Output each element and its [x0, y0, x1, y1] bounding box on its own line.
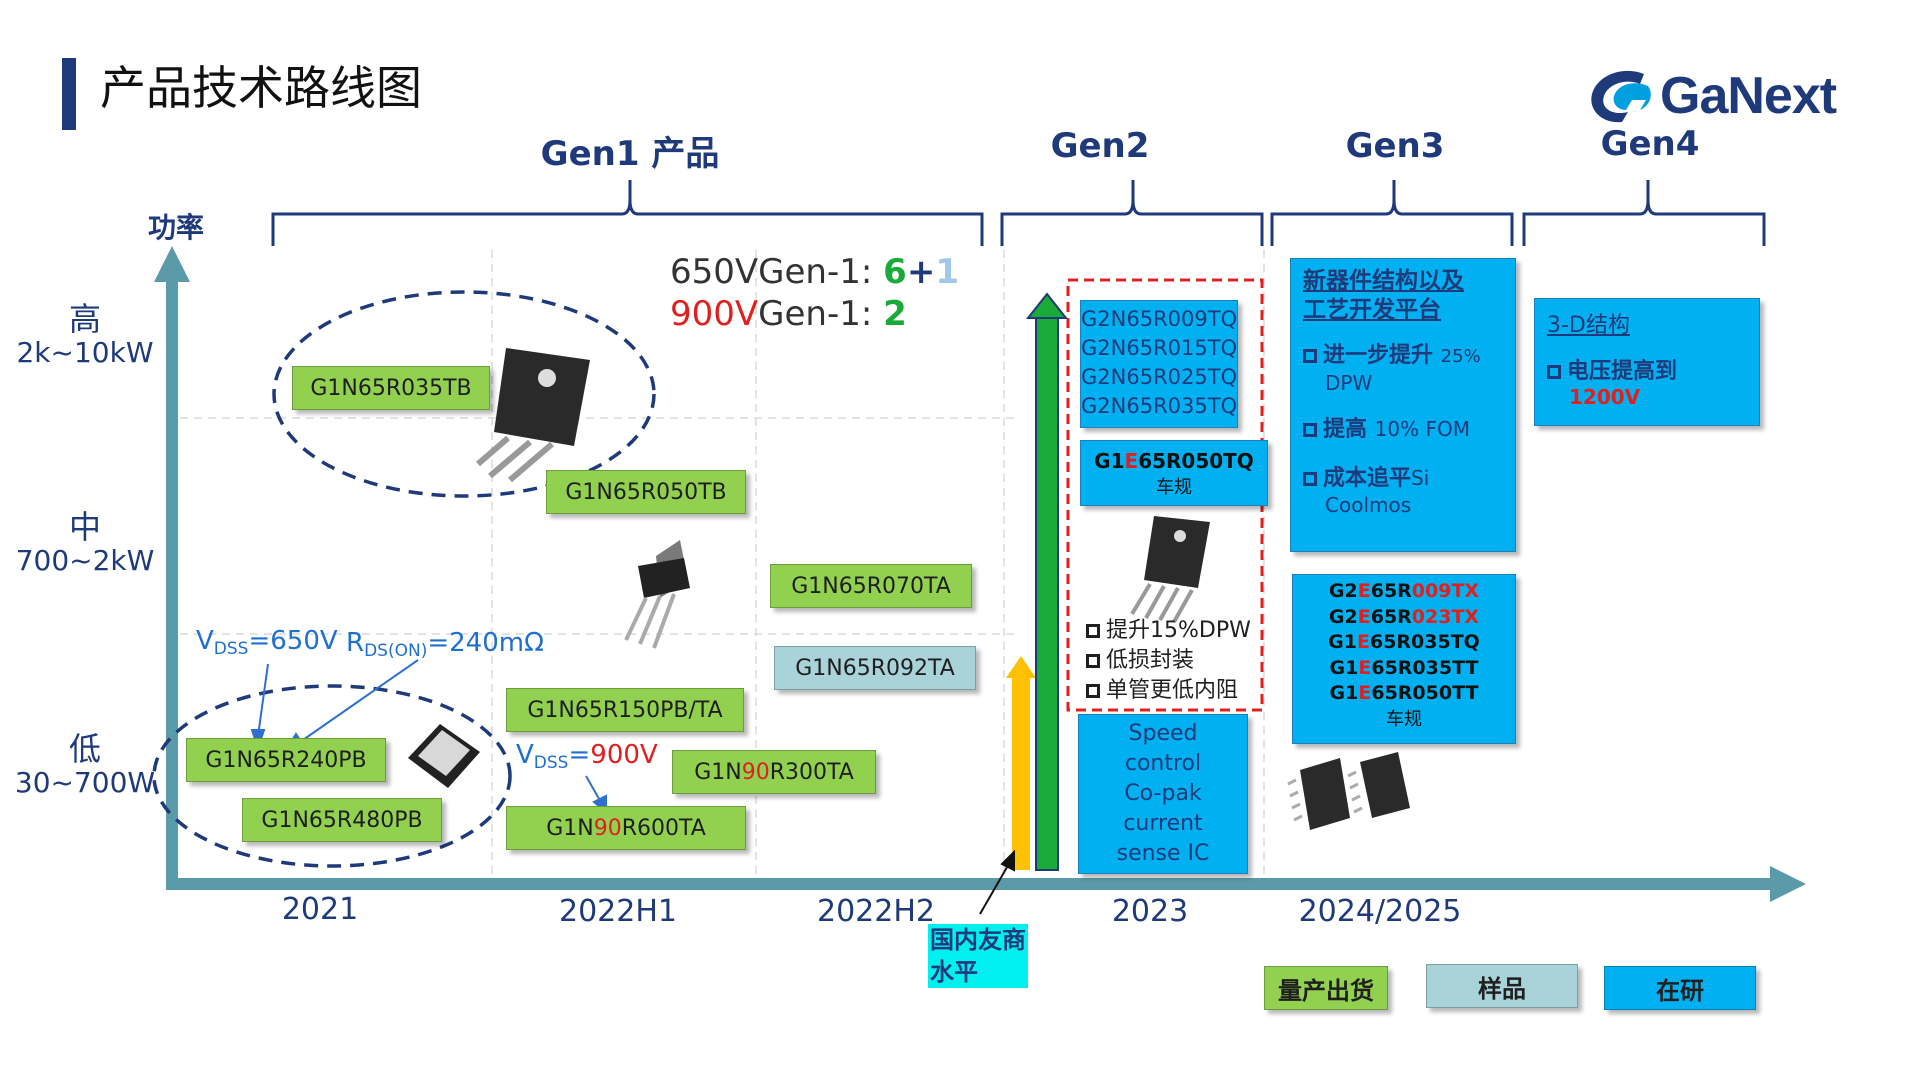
- product-g1n65r050tb: G1N65R050TB: [546, 470, 746, 514]
- gen3-product-list: G2E65R009TX G2E65R023TX G1E65R035TQ G1E6…: [1292, 574, 1516, 744]
- to247-package-icon-gen2: [1130, 516, 1210, 623]
- range-high: 2k~10kW: [16, 336, 154, 369]
- ganext-logo-icon: [1591, 70, 1651, 123]
- spec-rdson: RDS(ON)=240mΩ: [346, 628, 544, 661]
- product-g1n65r150pb-ta: G1N65R150PB/TA: [506, 688, 744, 732]
- gen3-products-note: 车规: [1386, 708, 1422, 730]
- gen2-auto-note: 车规: [1156, 477, 1192, 498]
- gen2-features: 提升15%DPW 低损封装 单管更低内阻: [1086, 616, 1251, 706]
- ganext-logo: GaNext: [1584, 64, 1874, 128]
- to247-package-icon-gen1: [476, 348, 590, 483]
- page-title: 产品技术路线图: [100, 61, 422, 115]
- y-axis-label: 功率: [148, 211, 205, 244]
- x-tick-2022h2: 2022H2: [817, 894, 935, 929]
- gen-braces: [271, 180, 1766, 246]
- range-low: 30~700W: [14, 766, 156, 799]
- gen2-automotive-product: G1E65R050TQ 车规: [1080, 440, 1268, 506]
- domestic-competitor-label: 国内友商 水平: [928, 924, 1028, 988]
- level-low: 低: [68, 730, 101, 768]
- summary-900v: 900VGen-1: 2: [670, 294, 907, 334]
- gen4-box: 3-D结构 电压提高到 1200V: [1534, 298, 1760, 426]
- gen3-product: G1E65R035TQ: [1328, 631, 1480, 653]
- product-g1n65r240pb: G1N65R240PB: [186, 738, 386, 782]
- x-tick-2024-2025: 2024/2025: [1298, 894, 1462, 929]
- y-axis-arrow: [154, 246, 190, 282]
- gen3-product: G1E65R050TT: [1329, 682, 1479, 704]
- gen2-feature: 单管更低内阻: [1086, 676, 1251, 706]
- grid-lines: [180, 250, 1265, 878]
- title-accent-bar: [62, 58, 76, 130]
- gen3-product: G2E65R023TX: [1328, 605, 1480, 628]
- to220-package-icon: [624, 540, 690, 649]
- gen2-feature: 提升15%DPW: [1086, 616, 1251, 646]
- gen2-header: Gen2: [1050, 126, 1150, 166]
- high-power-ellipse: [272, 290, 656, 498]
- gen2-brace: [1000, 180, 1264, 246]
- x-axis-arrow: [1770, 866, 1806, 902]
- progress-arrows: [1006, 292, 1069, 871]
- summary-650v: 650VGen-1: 6+1: [670, 252, 959, 292]
- gen2-speed-control-box: Speed control Co-pak current sense IC: [1078, 714, 1248, 874]
- gen3-product: G2E65R009TX: [1328, 580, 1480, 602]
- gen2-product: G2N65R015TQ: [1081, 336, 1238, 360]
- gen3-item: 进一步提升 25% DPW: [1303, 343, 1503, 396]
- gen1-header: Gen1 产品: [540, 134, 720, 174]
- axes: [154, 246, 1806, 902]
- product-g1n65r035tb: G1N65R035TB: [292, 366, 490, 410]
- gen1-brace: [271, 180, 984, 246]
- gen2-product-list: G2N65R009TQ G2N65R015TQ G2N65R025TQ G2N6…: [1080, 300, 1238, 428]
- gen4-item-value: 1200V: [1569, 385, 1641, 409]
- gen3-item: 提高 10% FOM: [1303, 416, 1503, 443]
- legend-production: 量产出货: [1264, 966, 1388, 1010]
- gen4-title: 3-D结构: [1547, 313, 1630, 338]
- gen2-product: G2N65R009TQ: [1081, 307, 1238, 331]
- spec-vdss-650: VDSS=650V: [196, 626, 338, 659]
- gen3-item: 成本追平Si Coolmos: [1303, 465, 1503, 518]
- y-axis: [166, 278, 178, 886]
- product-g1n65r070ta: G1N65R070TA: [770, 564, 972, 608]
- legend-research: 在研: [1604, 966, 1756, 1010]
- product-g1n65r480pb: G1N65R480PB: [242, 798, 442, 842]
- domestic-level-bar: [1012, 676, 1030, 870]
- x-axis: [166, 878, 1776, 890]
- gen4-item: 电压提高到: [1547, 353, 1747, 385]
- gen4-header: Gen4: [1600, 124, 1700, 164]
- x-tick-2021: 2021: [281, 892, 359, 927]
- gen4-brace: [1522, 180, 1766, 246]
- level-mid: 中: [68, 508, 101, 546]
- gen2-product: G2N65R035TQ: [1081, 394, 1238, 418]
- low-power-ellipse: [152, 684, 512, 868]
- x-tick-2022h1: 2022H1: [559, 894, 677, 929]
- gen3-platform-title: 新器件结构以及 工艺开发平台: [1303, 268, 1464, 323]
- gen2-feature: 低损封装: [1086, 646, 1251, 676]
- gen2-product: G2N65R025TQ: [1081, 365, 1238, 389]
- domestic-pointer: [979, 849, 1015, 915]
- smd-package-icons-gen3: [1287, 752, 1410, 830]
- smd-package-icon: [408, 724, 480, 788]
- x-tick-2023: 2023: [1111, 894, 1189, 929]
- product-g1n65r092ta: G1N65R092TA: [774, 646, 976, 690]
- gen3-brace: [1270, 180, 1514, 246]
- ganext-level-bar: [1035, 315, 1059, 871]
- level-high: 高: [68, 300, 101, 338]
- gen3-header: Gen3: [1345, 126, 1445, 166]
- range-mid: 700~2kW: [15, 544, 155, 577]
- brand-name: GaNext: [1660, 67, 1837, 125]
- gen3-platform-box: 新器件结构以及 工艺开发平台 进一步提升 25% DPW 提高 10% FOM …: [1290, 258, 1516, 552]
- spec-vdss-900: VDSS=900V: [516, 740, 658, 773]
- gen3-product: G1E65R035TT: [1329, 656, 1479, 679]
- legend-sample: 样品: [1426, 964, 1578, 1008]
